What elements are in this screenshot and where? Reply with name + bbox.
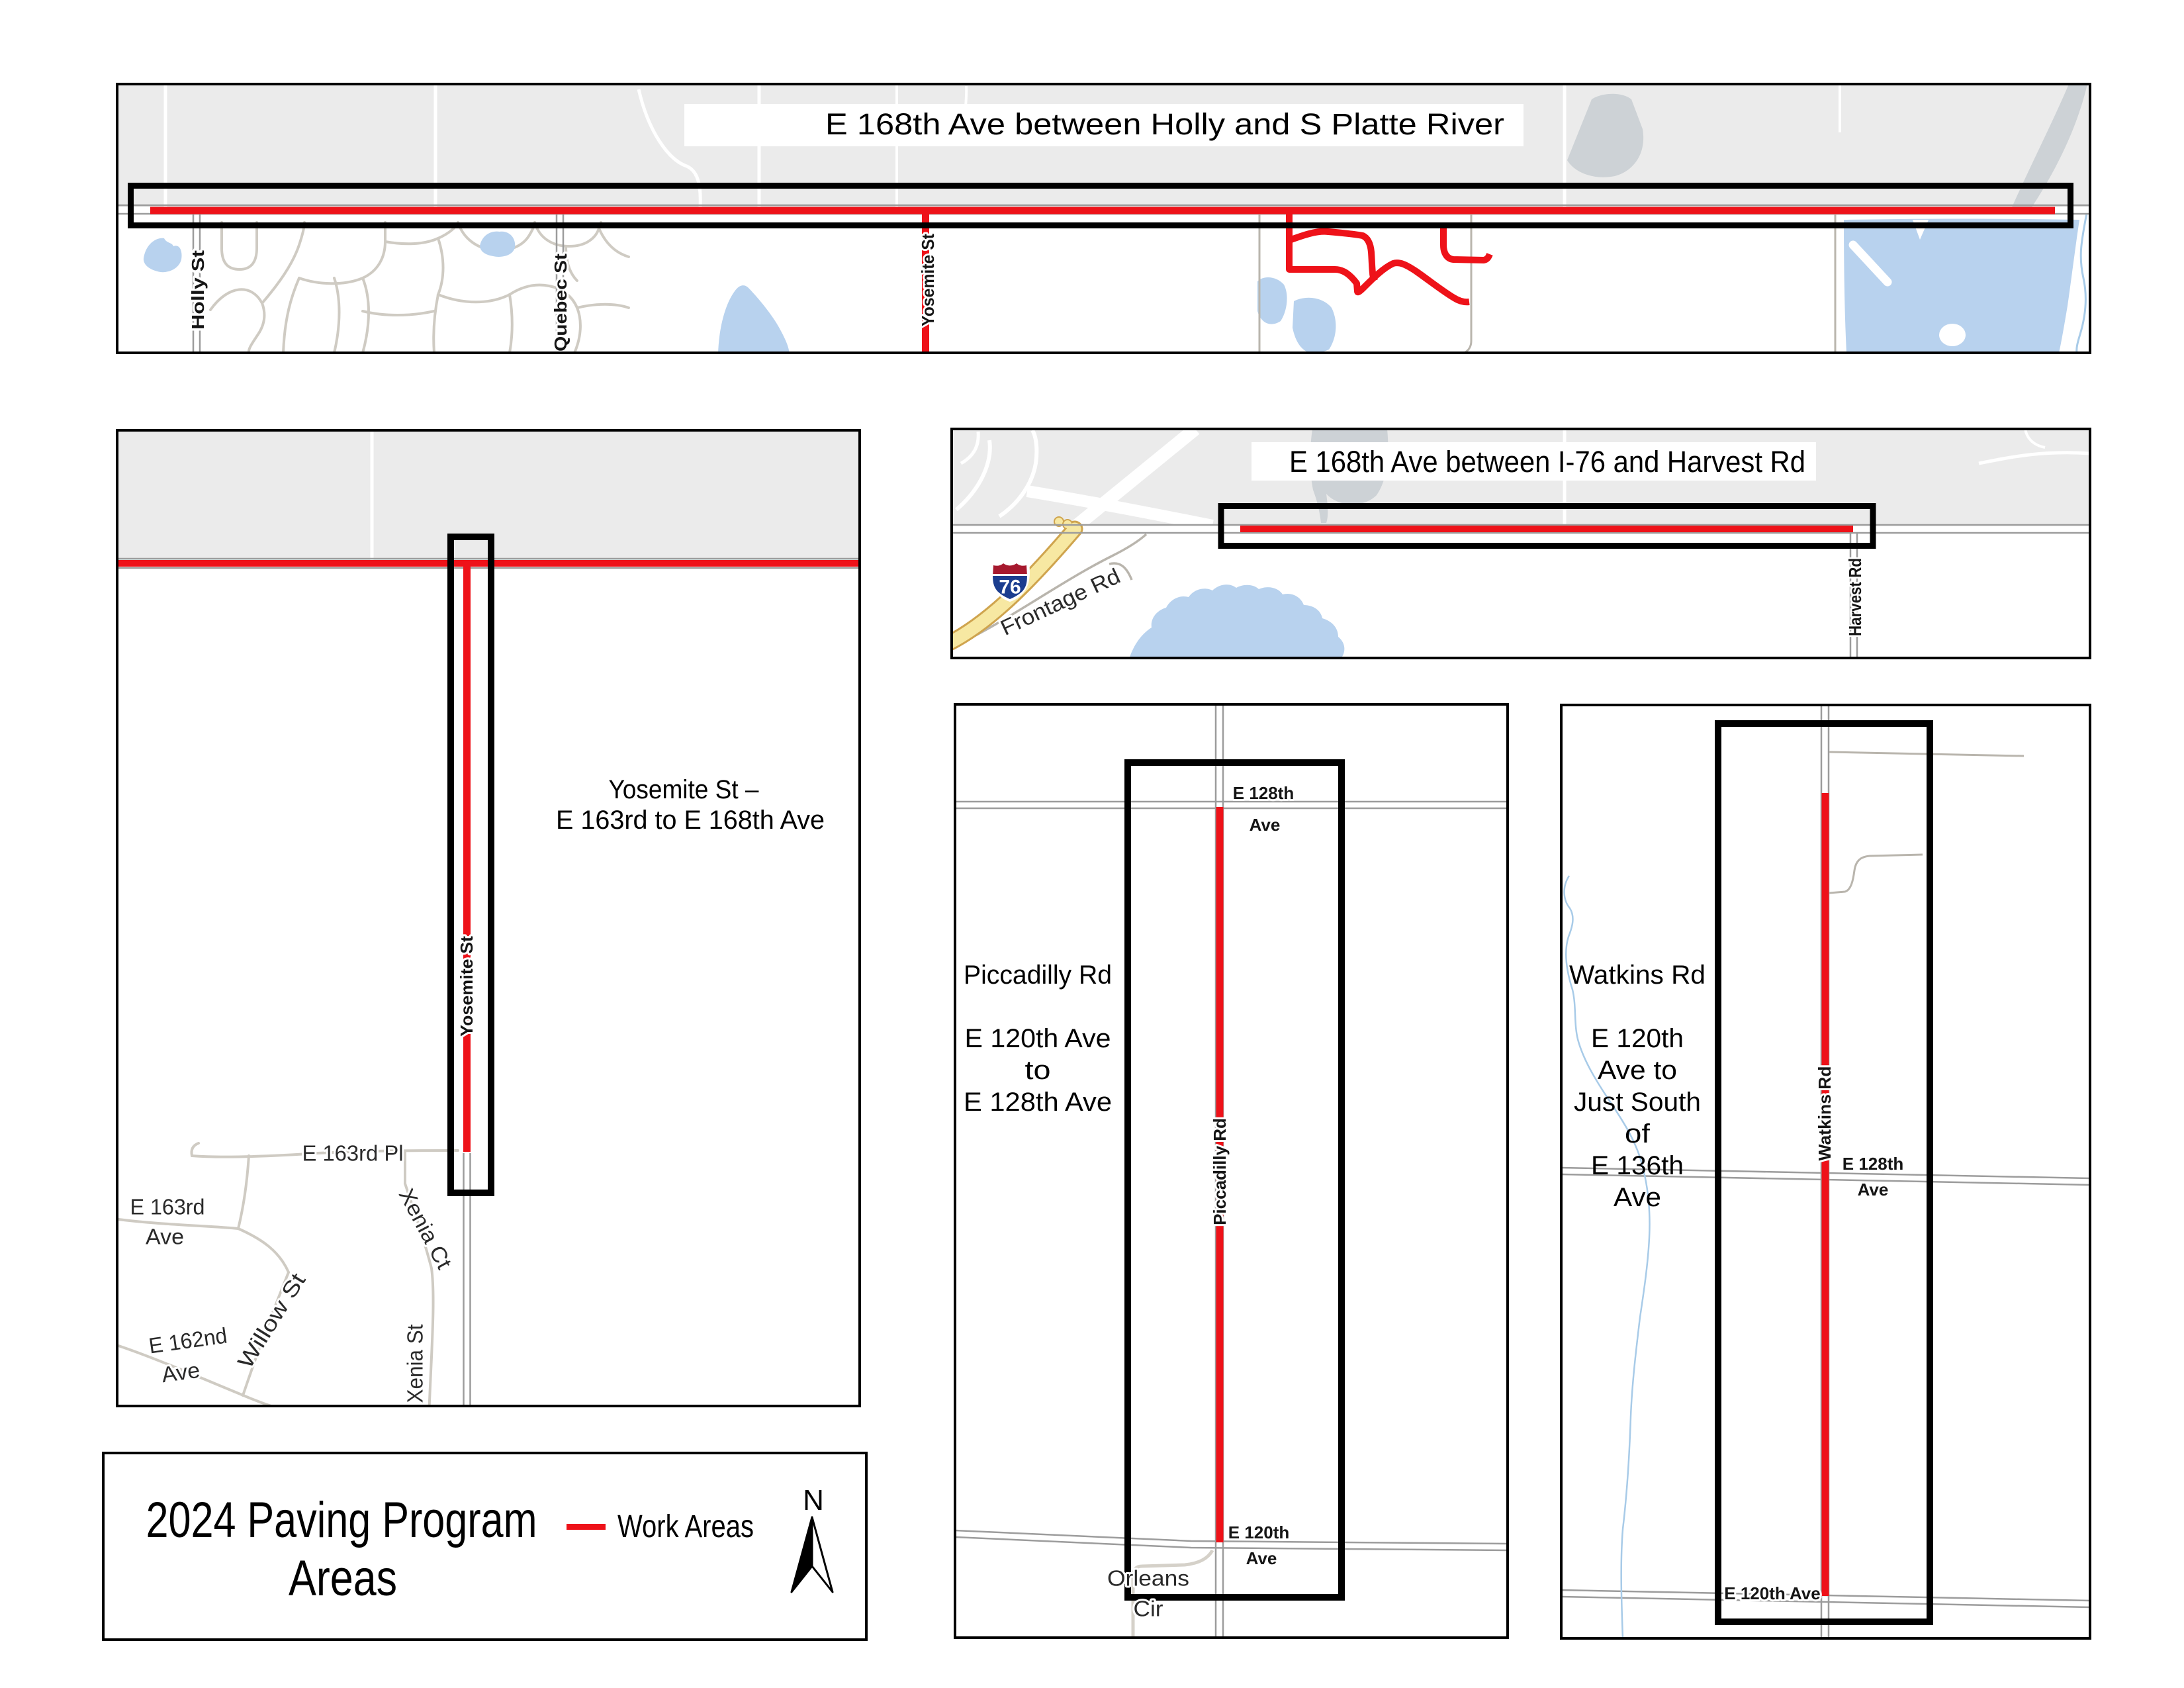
svg-text:E 163rd: E 163rd <box>130 1195 205 1219</box>
svg-text:Ave: Ave <box>1250 815 1281 835</box>
svg-text:E 120th: E 120th <box>1591 1024 1684 1053</box>
svg-text:E 163rd to E 168th Ave: E 163rd to E 168th Ave <box>556 806 825 835</box>
svg-text:Yosemite St: Yosemite St <box>457 936 477 1037</box>
svg-text:E 168th Ave between I-76 and H: E 168th Ave between I-76 and Harvest Rd <box>1289 445 1805 479</box>
svg-text:E 163rd Pl: E 163rd Pl <box>302 1141 404 1166</box>
svg-text:E 136th: E 136th <box>1591 1151 1684 1180</box>
svg-text:N: N <box>803 1484 824 1517</box>
svg-text:E 128th: E 128th <box>1233 783 1295 803</box>
svg-text:E 128th: E 128th <box>1843 1154 1904 1174</box>
svg-text:Ave: Ave <box>1246 1548 1277 1568</box>
svg-text:E 120th: E 120th <box>1228 1523 1290 1542</box>
svg-text:Watkins Rd: Watkins Rd <box>1815 1066 1835 1161</box>
svg-text:E 120th Ave: E 120th Ave <box>1724 1583 1820 1603</box>
svg-text:Piccadilly Rd: Piccadilly Rd <box>1210 1118 1230 1225</box>
svg-text:E 120th Ave: E 120th Ave <box>965 1024 1111 1053</box>
svg-text:76: 76 <box>999 577 1021 598</box>
svg-text:Areas: Areas <box>289 1550 397 1607</box>
svg-text:Yosemite St –: Yosemite St – <box>609 775 760 804</box>
svg-text:Work Areas: Work Areas <box>617 1509 754 1544</box>
svg-text:Quebec St: Quebec St <box>551 254 570 352</box>
svg-text:Orleans: Orleans <box>1107 1566 1189 1591</box>
svg-text:Harvest Rd: Harvest Rd <box>1845 558 1865 636</box>
svg-text:2024 Paving Program: 2024 Paving Program <box>146 1492 537 1548</box>
svg-text:Ave: Ave <box>146 1225 184 1249</box>
svg-text:Holly St: Holly St <box>188 250 208 330</box>
svg-text:of: of <box>1625 1119 1651 1149</box>
svg-text:Cir: Cir <box>1134 1597 1163 1621</box>
svg-text:Xenia St: Xenia St <box>403 1325 428 1403</box>
svg-text:Just South: Just South <box>1574 1088 1701 1117</box>
svg-text:E 168th Ave between Holly and: E 168th Ave between Holly and S Platte R… <box>825 107 1504 141</box>
svg-text:E 128th Ave: E 128th Ave <box>964 1088 1112 1117</box>
svg-text:Yosemite St: Yosemite St <box>918 234 938 326</box>
svg-text:Watkins Rd: Watkins Rd <box>1569 961 1706 990</box>
svg-text:to: to <box>1025 1056 1051 1085</box>
svg-text:Ave to: Ave to <box>1598 1056 1677 1085</box>
svg-text:Piccadilly Rd: Piccadilly Rd <box>964 961 1112 990</box>
svg-text:Ave: Ave <box>1614 1183 1661 1212</box>
svg-text:Ave: Ave <box>1858 1180 1889 1199</box>
